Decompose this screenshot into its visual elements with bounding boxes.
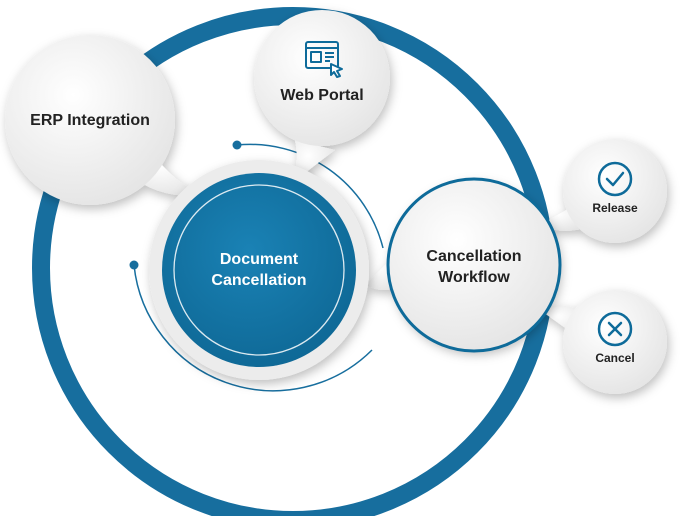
center-disc: [162, 173, 356, 367]
workflow-label-line2: Workflow: [438, 269, 510, 286]
cancel-bubble: [540, 290, 667, 394]
center-label: Document Cancellation: [179, 242, 339, 298]
center-label-line1: Document: [219, 251, 299, 268]
x-icon: [597, 311, 633, 347]
workflow-label-line1: Cancellation: [426, 248, 522, 265]
orbit-arc-top: [236, 143, 384, 249]
release-label: Release: [592, 201, 638, 215]
browser-click-icon: [305, 41, 343, 78]
center-inner-ring: [173, 184, 345, 356]
center-label-line2: Cancellation: [211, 272, 307, 289]
erp-integration-label: ERP Integration: [30, 112, 150, 129]
workflow-label: Cancellation Workflow: [404, 243, 544, 291]
orbit-arc-left: [133, 264, 373, 392]
workflow-bubble: [365, 179, 560, 351]
erp-integration-bubble: [5, 35, 205, 205]
checkmark-icon: [597, 161, 633, 197]
orbit-dot-top: [232, 140, 242, 150]
workflow-outline: [386, 177, 562, 353]
web-portal-label: Web Portal: [280, 87, 364, 104]
orbit-dot-left: [129, 260, 139, 270]
cancel-label: Cancel: [595, 351, 635, 365]
